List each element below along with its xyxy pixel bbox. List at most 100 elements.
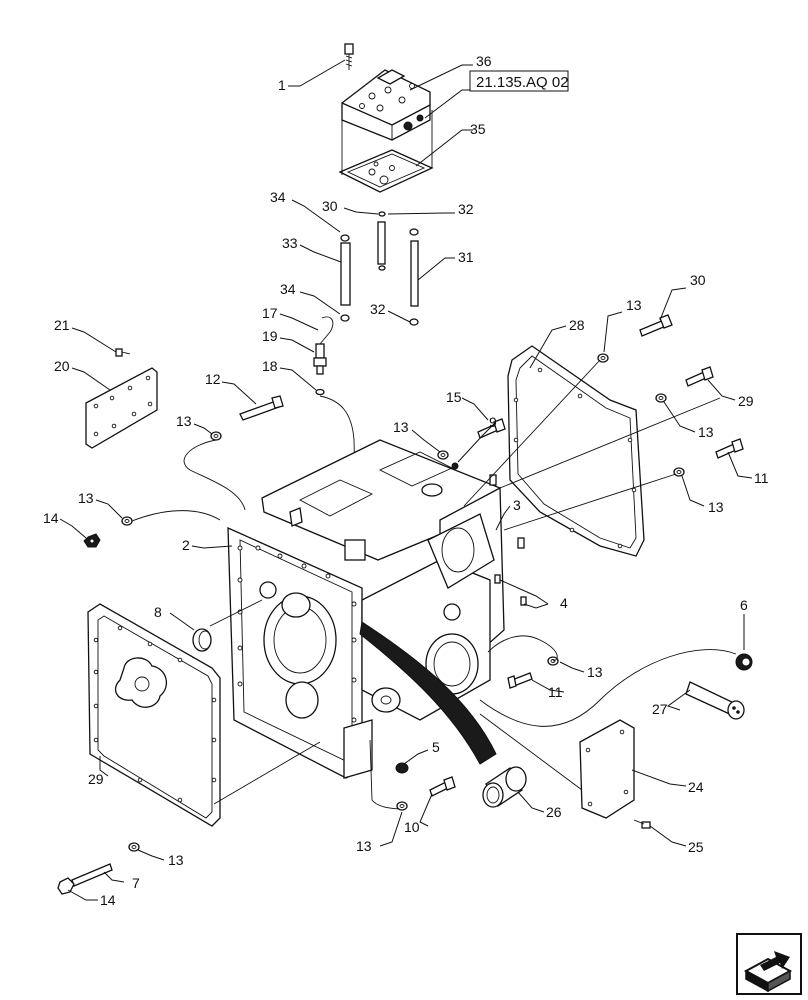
callout-13-d: 13 xyxy=(626,297,642,313)
callout-33: 33 xyxy=(282,235,298,251)
tube-31 xyxy=(409,228,419,326)
plug-7 xyxy=(192,628,212,652)
tube-33 xyxy=(340,234,351,322)
callout-28: 30 xyxy=(690,272,706,288)
callout-13-c: 13 xyxy=(393,419,409,435)
gasket-26 xyxy=(507,345,645,557)
callout-26: 28 xyxy=(569,317,585,333)
callout-12: 12 xyxy=(205,371,221,387)
bolt-21 xyxy=(115,348,131,357)
callout-32: 32 xyxy=(458,201,474,217)
callout-14-b: 14 xyxy=(100,892,116,908)
bolt-10 xyxy=(429,776,456,797)
callout-31: 31 xyxy=(458,249,474,265)
callout-17: 17 xyxy=(262,305,278,321)
washer-13-right-top xyxy=(597,353,609,363)
wire-right xyxy=(487,635,558,662)
callout-5: 6 xyxy=(740,597,748,613)
bolt-12 xyxy=(239,395,284,421)
callout-13-f: 13 xyxy=(708,499,724,515)
alignment-line xyxy=(209,599,263,627)
bolt-27 xyxy=(685,366,714,387)
callout-34: 34 xyxy=(270,189,286,205)
wire-harness-right xyxy=(479,649,737,727)
wire-bottom xyxy=(369,739,405,811)
callout-13-e: 13 xyxy=(698,424,714,440)
callout-32-b: 32 xyxy=(370,301,386,317)
callout-8: 9 xyxy=(489,414,497,430)
reference-code: 21.135.AQ 02 xyxy=(476,74,569,91)
gasket-29 xyxy=(87,603,221,827)
wire-harness xyxy=(319,395,357,521)
callout-30: 30 xyxy=(322,198,338,214)
alignment-line xyxy=(479,713,583,791)
callout-11-b: 11 xyxy=(548,684,563,700)
callout-6: 1 xyxy=(278,77,286,93)
callout-27: 29 xyxy=(738,393,754,409)
callout-labels: 1 36 21.135.AQ 02 35 34 30 32 33 31 34 3… xyxy=(43,53,769,908)
washer-13-right-mid xyxy=(655,393,667,403)
callout-7: 8 xyxy=(154,604,162,620)
reference-box xyxy=(469,70,569,92)
callout-1: 2 xyxy=(182,537,190,553)
wire-left-lower xyxy=(131,510,221,522)
alignment-line xyxy=(213,741,321,805)
washer-13-left xyxy=(210,431,222,441)
callout-29: 29 xyxy=(88,771,104,787)
plug-4 xyxy=(395,762,409,774)
callout-23: 25 xyxy=(688,839,704,855)
bolt-11 xyxy=(715,438,744,459)
wire-left xyxy=(183,439,246,511)
callout-19: 19 xyxy=(262,328,278,344)
transmission-housing xyxy=(227,439,505,779)
callout-24: 26 xyxy=(546,804,562,820)
callout-34-b: 34 xyxy=(280,281,296,297)
callout-22: 24 xyxy=(688,779,704,795)
washer-13-right-lower xyxy=(673,467,685,477)
next-page-arrow-icon xyxy=(743,951,793,993)
alignment-line xyxy=(463,359,601,507)
bolt-9 xyxy=(71,863,113,887)
plug-8 xyxy=(451,462,459,470)
bolt-6 xyxy=(344,43,354,70)
valve-block-36 xyxy=(341,69,431,141)
callout-9: 7 xyxy=(132,875,140,891)
bolt-23 xyxy=(633,819,651,829)
callout-35: 35 xyxy=(470,121,486,137)
callout-4: 5 xyxy=(432,739,440,755)
bolt-11-lower xyxy=(507,672,533,689)
washer-13-center xyxy=(437,450,449,460)
callout-36: 36 xyxy=(476,53,492,69)
leader-lines xyxy=(59,59,753,901)
dowel-pin-3 xyxy=(494,574,527,606)
connector-5 xyxy=(735,653,753,671)
insertion-arrow xyxy=(359,621,497,765)
washer-13-lower-left xyxy=(121,516,133,526)
callout-25: 27 xyxy=(652,701,668,717)
harness-25 xyxy=(685,681,745,720)
callout-13-i: 13 xyxy=(168,852,184,868)
nut-14 xyxy=(83,533,101,548)
bearing-24 xyxy=(482,766,527,808)
callout-21: 21 xyxy=(54,317,70,333)
callout-13-g: 13 xyxy=(587,664,603,680)
bolt-28 xyxy=(639,314,673,337)
next-page-button[interactable] xyxy=(736,933,802,995)
gasket-35 xyxy=(338,149,434,193)
callout-11: 11 xyxy=(754,470,769,486)
callout-2: 3 xyxy=(513,497,521,513)
washer-13-bottom-center xyxy=(396,801,408,811)
callout-14: 14 xyxy=(43,510,59,526)
callout-18: 18 xyxy=(262,358,278,374)
callout-15: 15 xyxy=(446,389,462,405)
alignment-line xyxy=(503,473,677,531)
callout-10: 10 xyxy=(404,819,420,835)
nut-14-bottom xyxy=(57,877,75,895)
callout-20: 20 xyxy=(54,358,70,374)
callout-13-a: 13 xyxy=(176,413,192,429)
callout-13-h: 13 xyxy=(356,838,372,854)
callout-3: 4 xyxy=(560,595,568,611)
alignment-line xyxy=(499,397,721,489)
callout-13-b: 13 xyxy=(78,490,94,506)
